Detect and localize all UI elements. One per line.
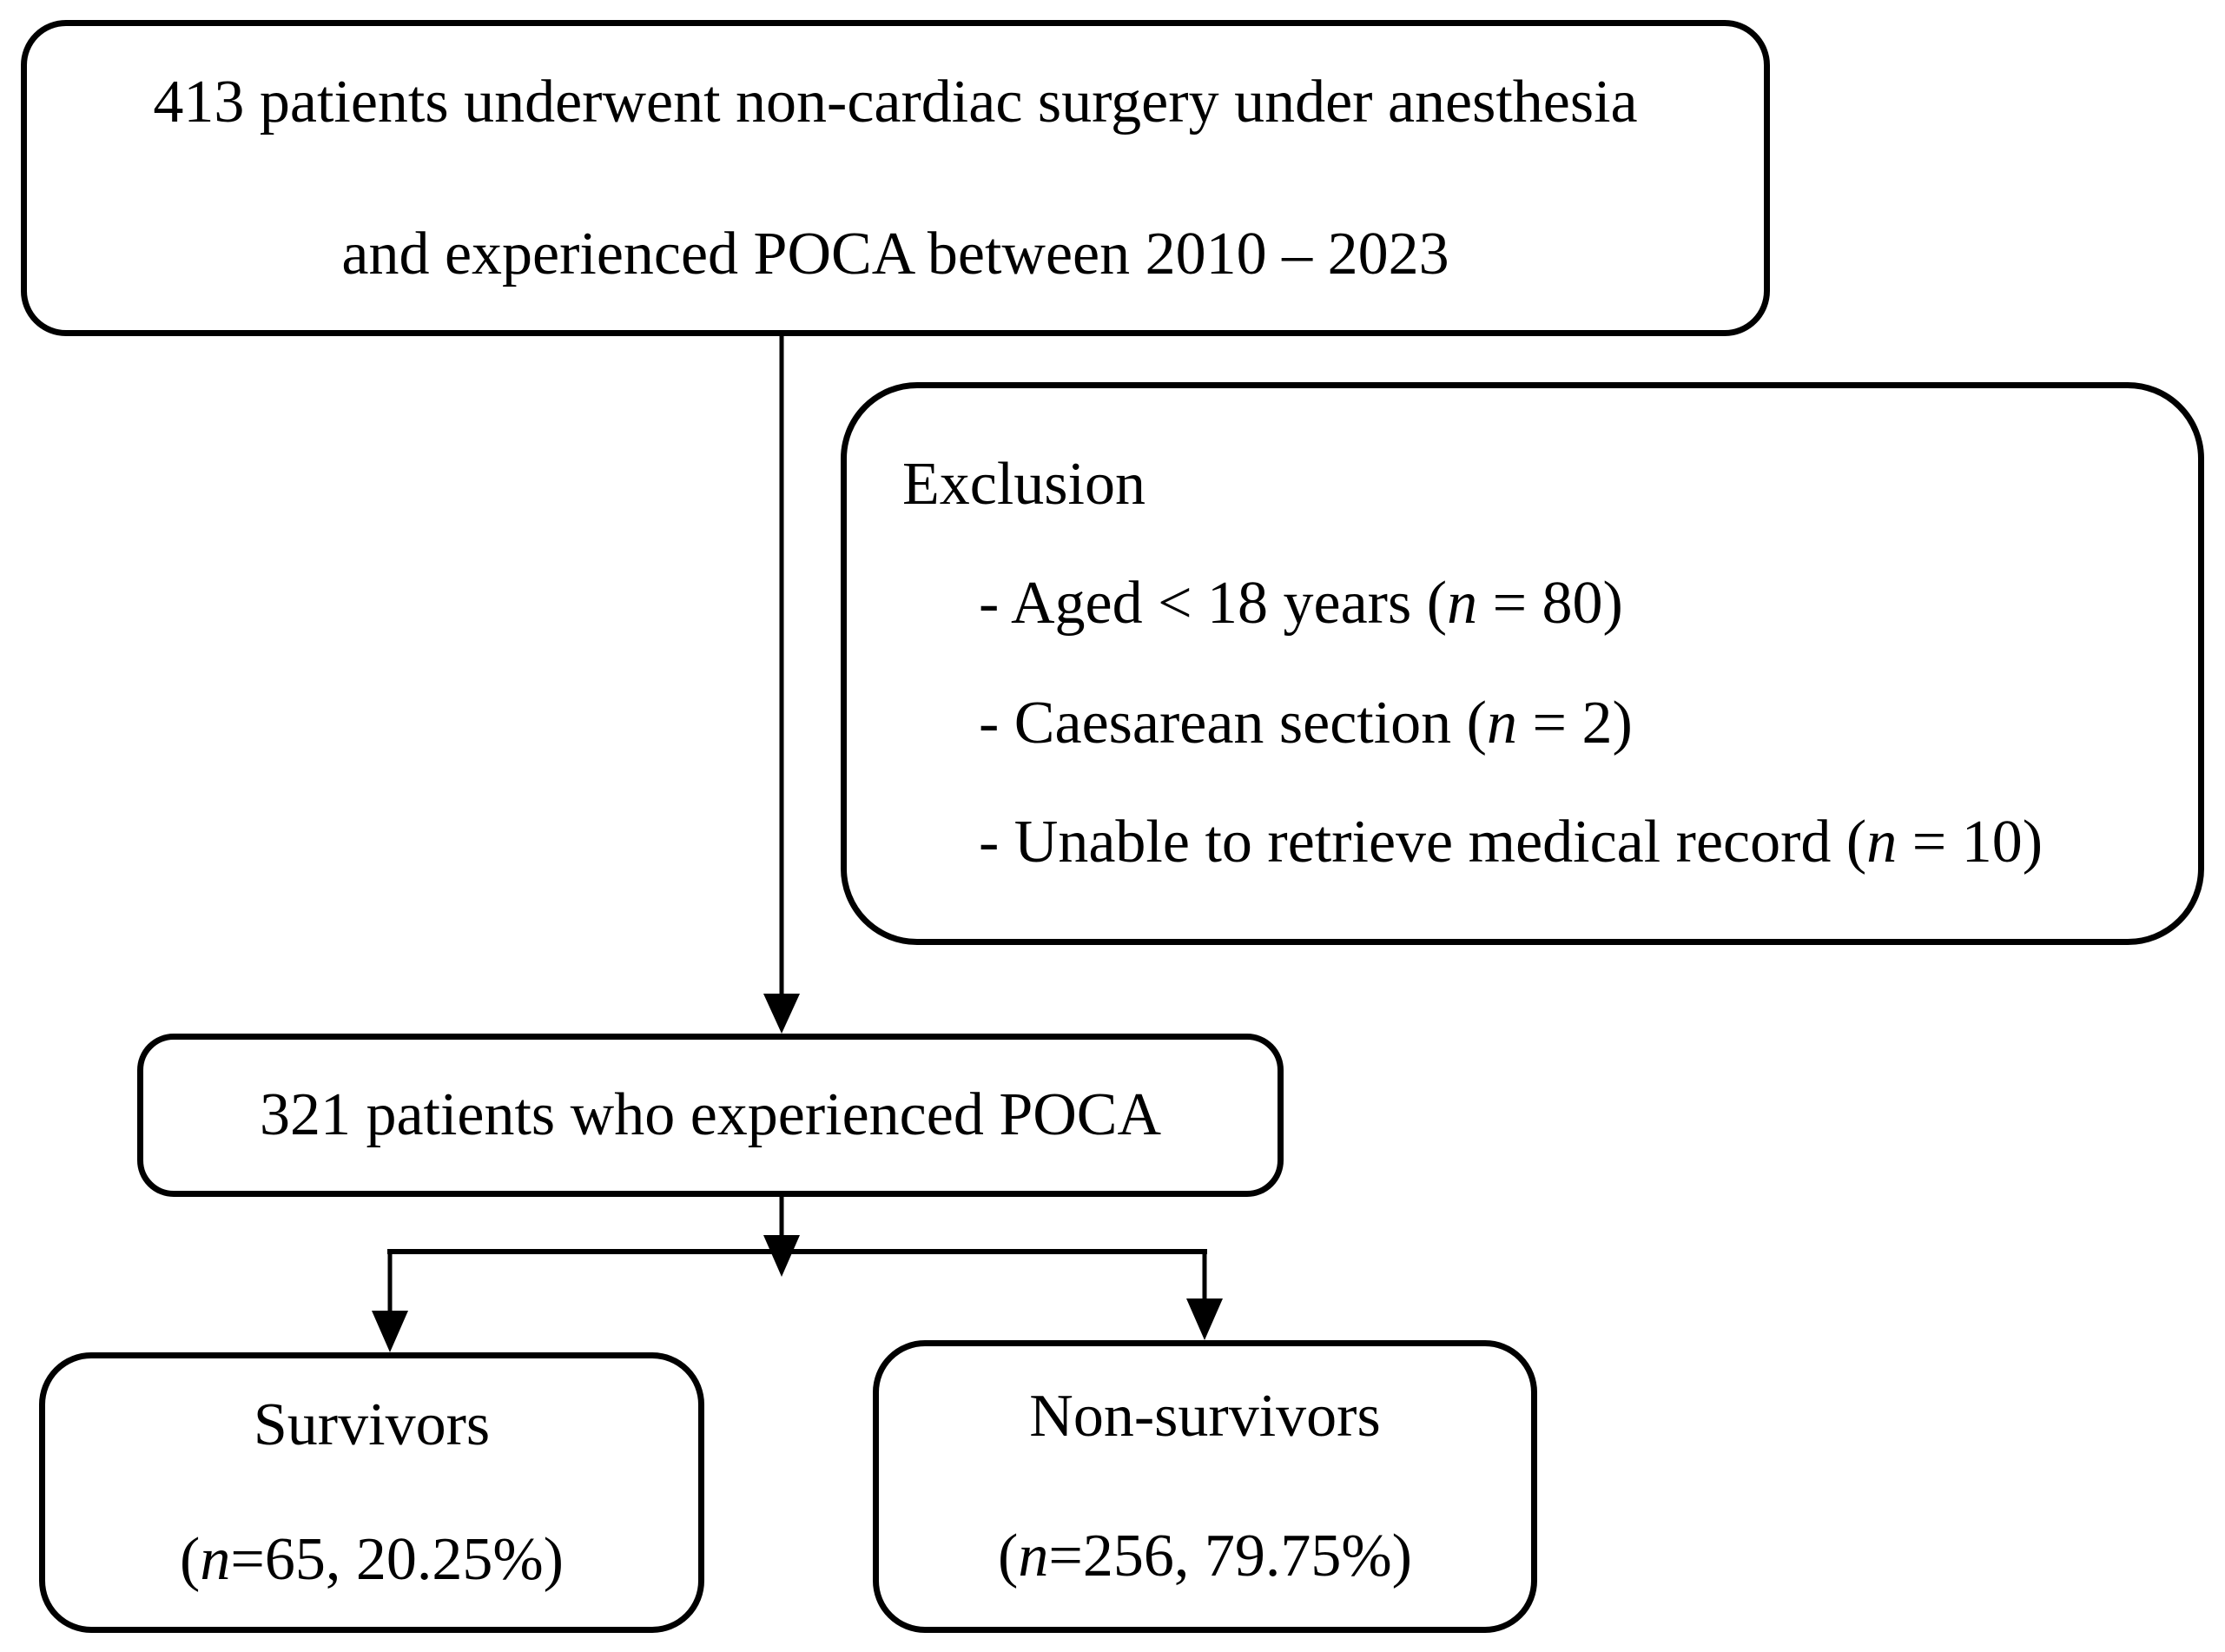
arrow-cohort-to-junction [763,1197,800,1277]
box-cohort: 321 patients who experienced POCA [137,1034,1284,1197]
exclusion-item-caesarean: - Caesarean section (n = 2) [979,689,2177,758]
box-survivors: Survivors (n=65, 20.25%) [39,1352,704,1633]
italic-n: n [1487,689,1517,757]
box-non-survivors: Non-survivors (n=256, 79.75%) [873,1340,1537,1633]
enrollment-line-1: 413 patients underwent non-cardiac surge… [153,68,1638,135]
non-survivors-stat-value: =256, 79.75%) [1048,1523,1412,1590]
exclusion-item-age-count: = 80) [1477,570,1623,638]
survivors-stat-open: ( [180,1525,201,1593]
cohort-text: 321 patients who experienced POCA [259,1081,1162,1148]
italic-n: n [1018,1523,1049,1590]
enrollment-line-2: and experienced POCA between 2010 – 2023 [341,220,1449,287]
survivors-title: Survivors [253,1391,491,1459]
arrow-junction-to-survivors [372,1252,408,1352]
exclusion-item-age: - Aged < 18 years (n = 80) [979,569,2177,638]
exclusion-item-caesarean-count: = 2) [1517,689,1633,757]
italic-n: n [200,1525,231,1593]
non-survivors-stat-open: ( [998,1523,1019,1590]
italic-n: n [1866,808,1898,876]
exclusion-item-record-count: = 10) [1897,808,2043,876]
exclusion-item-caesarean-text: - Caesarean section ( [979,689,1487,757]
box-enrollment: 413 patients underwent non-cardiac surge… [21,20,1770,336]
italic-n: n [1447,570,1478,638]
exclusion-item-record: - Unable to retrieve medical record (n =… [979,808,2177,877]
exclusion-item-age-text: - Aged < 18 years ( [979,570,1448,638]
exclusion-item-record-text: - Unable to retrieve medical record ( [979,808,1867,876]
arrow-junction-to-non-survivors [1186,1252,1223,1340]
survivors-stat-value: =65, 20.25%) [230,1525,564,1593]
exclusion-title: Exclusion [902,451,1146,519]
non-survivors-stat: (n=256, 79.75%) [998,1522,1412,1591]
non-survivors-title: Non-survivors [1029,1382,1381,1450]
box-exclusion: Exclusion - Aged < 18 years (n = 80) - C… [841,382,2204,945]
survivors-stat: (n=65, 20.25%) [180,1525,564,1595]
arrow-enrollment-to-cohort [763,336,800,1034]
